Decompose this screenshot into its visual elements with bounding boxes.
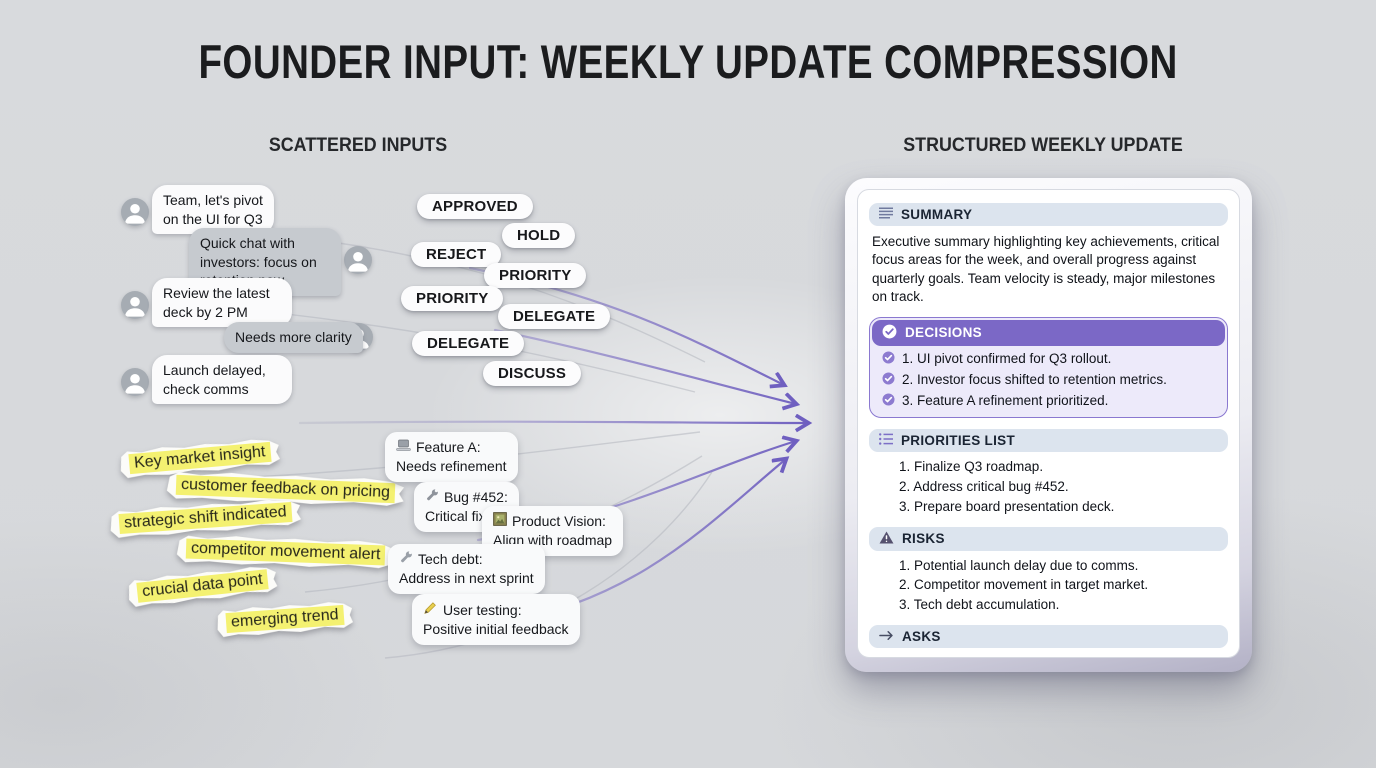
laptop-icon: [396, 438, 411, 457]
stamp-pill: HOLD: [502, 223, 576, 248]
picture-icon: [493, 512, 507, 531]
list-item: 3. Tech debt accumulation.: [899, 597, 1060, 613]
check-circle-icon: [882, 351, 895, 367]
note-card: Feature A: Needs refinement: [385, 432, 518, 482]
chat-message: Needs more clarity: [224, 322, 363, 353]
note-card: Tech debt: Address in next sprint: [388, 544, 545, 594]
highlight-scrap: strategic shift indicated: [109, 497, 301, 538]
list-item: 1. Finalize Q3 roadmap.: [899, 458, 1044, 474]
highlight-scrap: crucial data point: [127, 564, 278, 607]
stamp-pill: DELEGATE: [412, 331, 525, 356]
person-icon: [121, 368, 149, 396]
stamp-pill: DELEGATE: [498, 304, 611, 329]
arrow-right-icon: [879, 629, 894, 644]
pencil-icon: [423, 600, 438, 620]
section-header-summary: SUMMARY: [869, 203, 1228, 226]
list-item: 1. Potential launch delay due to comms.: [899, 557, 1139, 573]
section-header-asks: ASKS: [869, 625, 1228, 649]
decision-item: 2. Investor focus shifted to retention m…: [882, 372, 1215, 388]
list-item: 2. Competitor movement in target market.: [899, 577, 1149, 593]
left-column-heading: SCATTERED INPUTS: [268, 135, 448, 156]
chat-message: Team, let's pivot on the UI for Q3: [152, 185, 274, 235]
risks-list: 1. Potential launch delay due to comms. …: [899, 558, 1224, 615]
wrench-icon: [425, 488, 439, 507]
section-header-risks: RISKS: [869, 526, 1228, 551]
page-title: FOUNDER INPUT: WEEKLY UPDATE COMPRESSION: [198, 35, 1178, 88]
asks-list: 1. Need marketing lead input on new camp…: [899, 655, 1224, 657]
check-circle-icon: [882, 372, 895, 388]
list-item: 1. Need marketing lead input on new camp…: [899, 655, 1224, 657]
list-icon: [879, 433, 893, 448]
check-circle-icon: [882, 393, 895, 409]
stamp-pill: PRIORITY: [401, 286, 504, 311]
summary-text: Executive summary highlighting key achie…: [872, 234, 1220, 305]
decision-item: 3. Feature A refinement prioritized.: [882, 393, 1215, 409]
highlight-scrap: emerging trend: [216, 600, 353, 637]
summary-lines-icon: [879, 207, 893, 222]
stamp-pill: APPROVED: [417, 194, 533, 219]
wrench-icon: [399, 550, 413, 569]
person-icon: [121, 291, 149, 319]
stamp-pill: PRIORITY: [484, 263, 587, 288]
person-icon: [121, 198, 149, 226]
chat-message: Launch delayed, check comms: [152, 355, 292, 405]
section-header-priorities: PRIORITIES LIST: [869, 428, 1228, 452]
list-item: 2. Address critical bug #452.: [899, 478, 1069, 494]
report-card: SUMMARY Executive summary highlighting k…: [857, 189, 1240, 658]
warning-triangle-icon: [879, 531, 894, 547]
stamp-pill: REJECT: [411, 242, 502, 267]
highlight-scrap: competitor movement alert: [177, 534, 395, 570]
decisions-box: DECISIONS 1. UI pivot confirmed for Q3 r…: [869, 316, 1228, 418]
decision-item: 1. UI pivot confirmed for Q3 rollout.: [882, 351, 1215, 367]
priorities-list: 1. Finalize Q3 roadmap. 2. Address criti…: [899, 459, 1224, 516]
right-column-heading: STRUCTURED WEEKLY UPDATE: [903, 135, 1183, 156]
person-icon: [344, 246, 372, 274]
stamp-pill: DISCUSS: [483, 361, 582, 386]
report-frame: SUMMARY Executive summary highlighting k…: [845, 178, 1252, 672]
note-card: User testing: Positive initial feedback: [412, 594, 580, 645]
section-header-decisions: DECISIONS: [872, 319, 1225, 346]
list-item: 3. Prepare board presentation deck.: [899, 498, 1115, 514]
check-circle-icon: [882, 324, 897, 342]
chat-message: Review the latest deck by 2 PM: [152, 278, 292, 328]
